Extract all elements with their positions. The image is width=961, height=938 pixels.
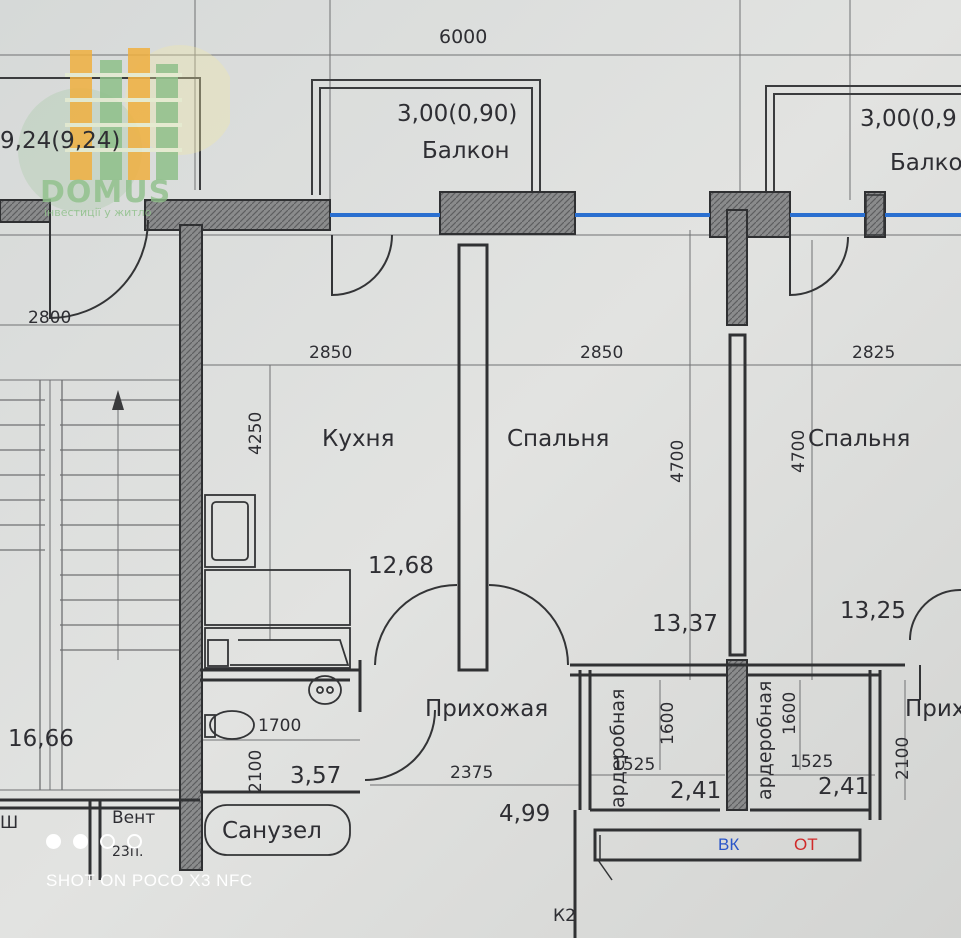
wardrobe1-area: 2,41 [670, 778, 722, 804]
dim-4250: 4250 [246, 411, 266, 455]
dim-2825: 2825 [852, 343, 896, 363]
balcony1-area: 3,00(0,90) [397, 101, 518, 127]
bedroom1-label: Спальня [507, 426, 610, 452]
logo-wordmark: DOMUS [40, 175, 172, 210]
hall-label: Прихожая [425, 696, 549, 722]
dim-top: 6000 [439, 26, 488, 48]
left-area-top: 9,24(9,24) [0, 128, 121, 154]
bath-label: Санузел [222, 818, 322, 844]
ot-label: ОТ [794, 835, 818, 854]
dim-2850-kitchen: 2850 [309, 343, 353, 363]
vk-label: ВК [718, 835, 740, 854]
camera-dot [100, 834, 115, 849]
bedroom2-area: 13,25 [840, 598, 906, 624]
dim-2800: 2800 [28, 308, 72, 328]
hall2-label: Прих [905, 696, 961, 722]
wardrobe2-label: ардеробная [754, 680, 776, 800]
stair-area: 16,66 [8, 726, 74, 752]
dim-1525-a: 1525 [612, 755, 656, 775]
balcony1-label: Балкон [422, 138, 510, 164]
logo-tagline: інвестиції у житло [44, 206, 152, 219]
dim-2850-bedroom: 2850 [580, 343, 624, 363]
bedroom2-label: Спальня [808, 426, 911, 452]
kitchen-label: Кухня [322, 426, 395, 452]
balcony2-area: 3,00(0,9 [860, 106, 957, 132]
camera-dot [73, 834, 88, 849]
dim-1600-a: 1600 [658, 701, 678, 745]
wardrobe1-label: ардеробная [607, 688, 629, 808]
bath-area: 3,57 [290, 763, 342, 789]
dim-1600-b: 1600 [780, 691, 800, 735]
hall-area: 4,99 [499, 801, 551, 827]
camera-dots [46, 834, 154, 853]
camera-dot [46, 834, 61, 849]
camera-watermark: SHOT ON POCO X3 NFC [46, 871, 253, 890]
kitchen-area: 12,68 [368, 553, 434, 579]
small-room-label: Ш [0, 813, 19, 833]
dim-4700-b: 4700 [789, 429, 809, 473]
dim-1700: 1700 [258, 716, 302, 736]
dim-2100-right: 2100 [893, 736, 913, 780]
wardrobe2-area: 2,41 [818, 774, 870, 800]
balcony2-label: Балко [890, 150, 961, 176]
bedroom1-area: 13,37 [652, 611, 718, 637]
dim-4700-a: 4700 [668, 439, 688, 483]
vent-label: Вент [112, 808, 156, 828]
k2-label: К2 [553, 906, 576, 926]
dim-2375: 2375 [450, 763, 494, 783]
dim-1525-b: 1525 [790, 752, 834, 772]
dim-2100-bath: 2100 [246, 749, 266, 793]
camera-dot [127, 834, 142, 849]
domus-logo [18, 45, 230, 212]
